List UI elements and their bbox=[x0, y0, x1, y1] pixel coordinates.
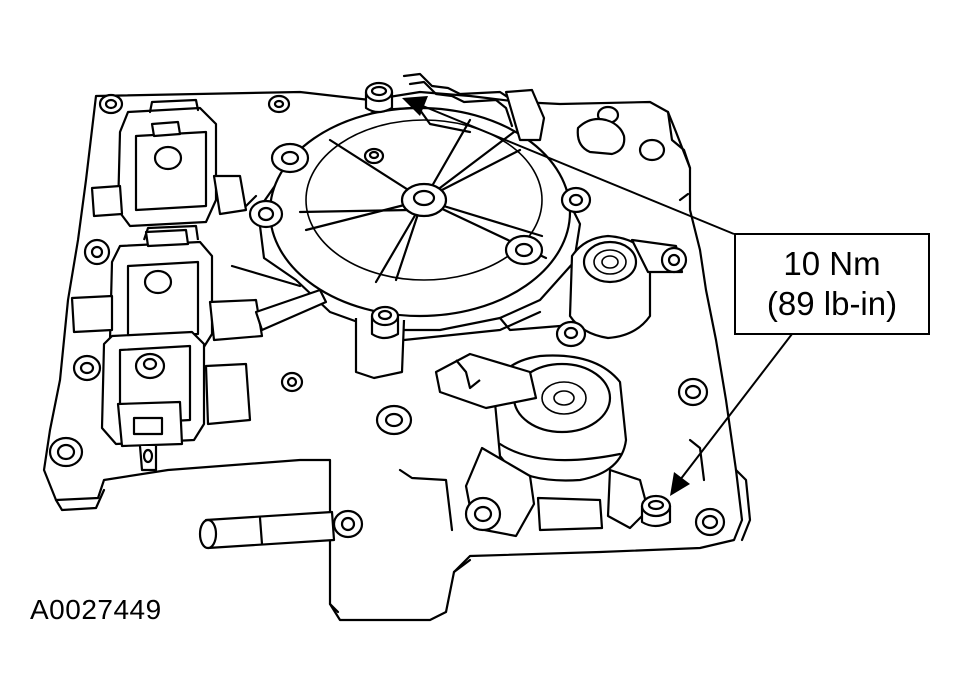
solenoid-bolt bbox=[640, 494, 672, 528]
torque-lbin-label: (89 lb-in) bbox=[766, 285, 898, 322]
servo-cover bbox=[248, 106, 592, 380]
small-solenoid bbox=[555, 234, 688, 348]
solenoid-stack bbox=[70, 98, 328, 472]
arrowhead-top bbox=[402, 96, 428, 116]
plate-detail-lines bbox=[230, 108, 706, 532]
torque-leader-lines bbox=[402, 96, 793, 496]
pressure-control-solenoid bbox=[434, 352, 650, 538]
torque-nm-label: 10 Nm bbox=[783, 245, 881, 282]
wiring-harness bbox=[402, 72, 546, 142]
cover-bolt-bottom bbox=[370, 305, 400, 340]
cover-bolt-top bbox=[364, 81, 394, 114]
arrowhead-bottom bbox=[670, 472, 690, 496]
torque-callout: 10 Nm (89 lb-in) bbox=[734, 233, 930, 335]
fluid-tube bbox=[198, 510, 336, 550]
figure-id-label: A0027449 bbox=[30, 594, 162, 625]
